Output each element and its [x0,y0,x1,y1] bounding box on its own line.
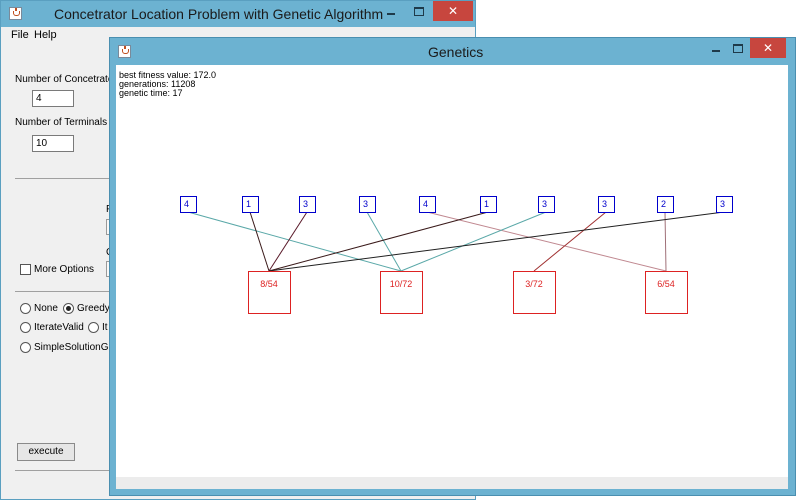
minimize-icon [712,50,720,52]
genetics-titlebar[interactable]: Genetics ✕ [110,38,795,65]
concentrator-node [513,271,556,314]
terminal-node [180,196,197,213]
concentrator-node [645,271,688,314]
terminal-label: 3 [303,199,308,209]
terminal-label: 1 [484,199,489,209]
radio-simplesolution[interactable] [20,342,31,353]
radio-none[interactable] [20,303,31,314]
more-options-checkbox[interactable] [20,264,31,275]
genetics-close-button[interactable]: ✕ [750,38,786,58]
concentrator-node [248,271,291,314]
genetics-maximize-button[interactable] [729,38,747,58]
terminal-node [299,196,316,213]
terminal-label: 3 [363,199,368,209]
terminal-label: 3 [720,199,725,209]
link-line [268,211,489,272]
best-fitness-text: best fitness value: 172.0 [119,70,217,80]
radio-it-label: It [102,322,108,333]
terminal-label: 2 [661,199,666,209]
minimize-button[interactable] [377,1,405,21]
concentrator-label: 8/54 [260,279,278,289]
divider-top [15,178,110,179]
terminal-node [598,196,615,213]
link-line [366,211,402,272]
close-icon: ✕ [447,4,459,18]
terminal-node [657,196,674,213]
radio-none-label: None [34,303,58,314]
terminal-node [419,196,436,213]
maximize-icon [414,6,424,16]
more-options-label: More Options [34,264,95,275]
concentrator-node [380,271,423,314]
menu-file[interactable]: File [11,29,29,41]
num-concentrators-label: Number of Concetrators [15,74,122,85]
java-app-icon [9,7,22,20]
terminal-label: 1 [246,199,251,209]
terminal-label: 3 [602,199,607,209]
generations-text: generations: 11208 [119,79,196,89]
genetics-minimize-button[interactable] [707,38,725,58]
link-line [249,211,270,272]
radio-it[interactable] [88,322,99,333]
radio-greedy-label: Greedy [77,303,110,314]
close-icon: ✕ [762,41,774,55]
genetics-window-title: Genetics [428,44,484,60]
terminal-node [538,196,555,213]
minimize-icon [387,13,395,15]
link-line [187,211,402,272]
concentrator-label: 10/72 [390,279,413,289]
terminal-node [480,196,497,213]
concentrator-label: 6/54 [657,279,675,289]
execute-button[interactable]: execute [17,443,75,461]
java-app-icon [118,45,131,58]
divider-bottom [15,470,110,471]
concentrator-label: 3/72 [525,279,543,289]
link-line [664,211,667,272]
terminal-node [716,196,733,213]
num-terminals-input[interactable]: 10 [32,135,74,152]
menu-help[interactable]: Help [34,29,57,41]
maximize-icon [733,43,743,53]
maximize-button[interactable] [405,1,433,21]
terminal-node [242,196,259,213]
stats-panel: best fitness value: 172.0 generations: 1… [119,71,216,98]
radio-simplesolution-label: SimpleSolutionGene [34,342,126,353]
link-line [268,211,725,272]
genetics-canvas: best fitness value: 172.0 generations: 1… [116,65,788,489]
link-line [400,211,547,272]
canvas-horizontal-scrollbar[interactable] [116,477,788,489]
terminal-label: 4 [423,199,428,209]
genetic-time-text: genetic time: 17 [119,88,183,98]
terminal-node [359,196,376,213]
link-line [426,211,667,272]
network-diagram: 4 1 3 3 4 1 3 3 2 3 8/54 10/72 3/72 6/54 [180,196,733,314]
main-titlebar[interactable]: Concetrator Location Problem with Geneti… [1,1,475,27]
num-terminals-label: Number of Terminals [15,117,108,128]
divider-middle [15,291,110,292]
link-line [268,211,308,272]
link-line [533,211,607,272]
terminal-label: 3 [542,199,547,209]
close-button[interactable]: ✕ [433,1,473,21]
radio-greedy[interactable] [63,303,74,314]
main-window-title: Concetrator Location Problem with Geneti… [54,6,384,22]
genetics-window: Genetics ✕ best fitness value: 172.0 gen… [109,37,796,496]
radio-iteratevalid-label: IterateValid [34,322,84,333]
num-concentrators-input[interactable]: 4 [32,90,74,107]
radio-iteratevalid[interactable] [20,322,31,333]
terminal-label: 4 [184,199,189,209]
